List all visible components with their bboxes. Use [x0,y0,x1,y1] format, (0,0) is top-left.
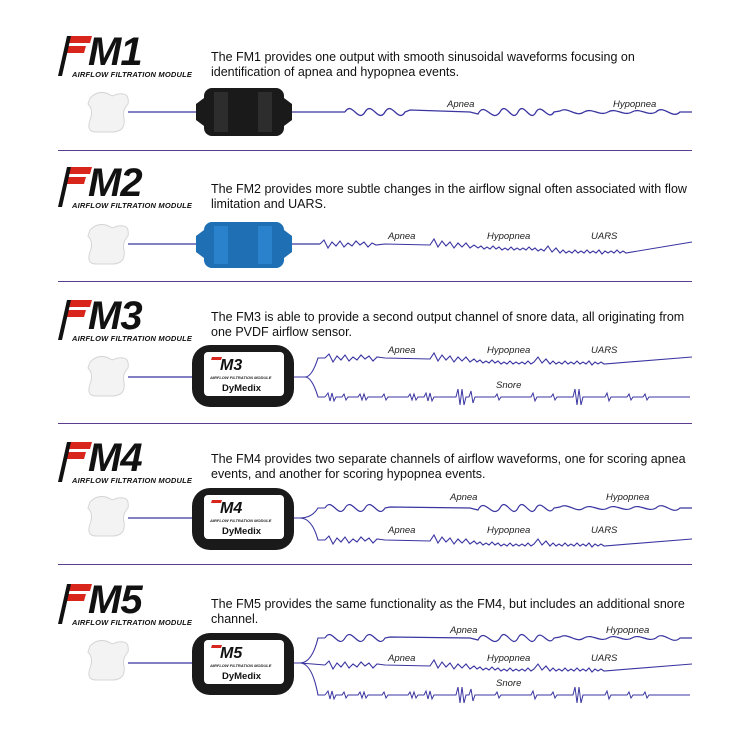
fm1-airflow-waveform [344,107,692,117]
fm2-device-icon [196,222,292,268]
fm5-label-uars: UARS [591,653,618,664]
fm3-subtitle: AIRFLOW FILTRATION MODULE [72,334,193,343]
airflow-sensor-icon [87,640,129,681]
fm1-device-icon [196,88,292,136]
fm1-logo: M1 AIRFLOW FILTRATION MODULE [58,30,208,82]
fm5-label-hypopnea-1: Hypopnea [606,625,649,636]
fm2-model-text: M2 [88,161,143,205]
fm3-model-text: M3 [88,294,143,338]
divider [58,423,692,424]
fm4-model-text: M4 [88,436,143,480]
fm3-device-sub: AIRFLOW FILTRATION MODULE [209,375,272,380]
airflow-sensor-icon [87,224,129,265]
fm3-logo: M3 AIRFLOW FILTRATION MODULE [58,294,208,346]
divider [58,281,692,282]
fm4-label-uars: UARS [591,525,618,536]
fm5-label-apnea-2: Apnea [387,653,415,664]
fm1-subtitle: AIRFLOW FILTRATION MODULE [72,70,193,79]
fm5-logo: M5 AIRFLOW FILTRATION MODULE [58,578,208,630]
fm-logo-mark-icon [58,584,92,624]
fm-logo-mark-icon [58,442,92,482]
fm5-branch-lines [294,637,326,696]
fm3-device-icon: M3 AIRFLOW FILTRATION MODULE DyMedix [192,345,294,407]
fm5-subtitle: AIRFLOW FILTRATION MODULE [72,618,193,627]
fm3-diagram: M3 AIRFLOW FILTRATION MODULE DyMedix Apn… [87,345,693,407]
divider [58,150,692,151]
fm3-label-snore: Snore [496,380,521,391]
airflow-sensor-icon [87,496,129,537]
fm1-diagram: Apnea Hypopnea [87,88,692,136]
section-fm2: M2 AIRFLOW FILTRATION MODULE The FM2 pro… [0,160,750,285]
fm2-logo: M2 AIRFLOW FILTRATION MODULE [58,161,208,213]
fm4-branch-lines [294,507,325,541]
fm5-label-apnea-1: Apnea [449,625,477,636]
fm3-label-uars: UARS [591,345,618,356]
fm3-label-hypopnea: Hypopnea [487,345,530,356]
fm4-subtitle: AIRFLOW FILTRATION MODULE [72,476,193,485]
fm2-description: The FM2 provides more subtle changes in … [211,182,687,211]
fm-logo-mark-icon [58,167,92,207]
fm1-label-apnea: Apnea [446,99,474,110]
fm2-airflow-waveform [319,237,693,255]
fm4-label-hypopnea-1: Hypopnea [606,492,649,503]
fm4-description: The FM4 provides two separate channels o… [211,452,686,481]
fm3-snore-waveform [324,388,690,406]
airflow-sensor-icon [87,356,129,397]
section-fm1: M1 AIRFLOW FILTRATION MODULE The FM1 pro… [0,0,750,151]
divider [58,564,692,565]
fm5-device-brand: DyMedix [222,671,262,682]
fm5-model-text: M5 [88,578,143,622]
fm4-logo: M4 AIRFLOW FILTRATION MODULE [58,436,208,488]
airflow-sensor-icon [87,92,129,133]
fm-logo-mark-icon [58,300,92,340]
fm4-device-brand: DyMedix [222,526,262,537]
fm5-device-model: M5 [220,645,243,662]
fm5-device-sub: AIRFLOW FILTRATION MODULE [209,663,272,668]
fm2-label-apnea: Apnea [387,231,415,242]
fm1-label-hypopnea: Hypopnea [613,99,656,110]
fm-logo-mark-icon [58,36,92,76]
fm3-device-brand: DyMedix [222,383,262,394]
fm4-label-hypopnea-2: Hypopnea [487,525,530,536]
fm2-diagram: Apnea Hypopnea UARS [87,222,693,268]
fm4-diagram: M4 AIRFLOW FILTRATION MODULE DyMedix Apn… [87,488,693,550]
fm3-branch-lines [294,357,325,398]
fm3-description: The FM3 is able to provide a second outp… [211,310,685,339]
fm5-snore-waveform [324,686,690,704]
fm2-subtitle: AIRFLOW FILTRATION MODULE [72,201,193,210]
fm2-label-uars: UARS [591,231,618,242]
fm5-hypopnea-waveform [324,658,693,673]
section-fm4: M4 AIRFLOW FILTRATION MODULE The FM4 pro… [0,430,750,566]
fm5-description: The FM5 provides the same functionality … [211,597,685,626]
fm4-label-apnea-2: Apnea [387,525,415,536]
fm4-hypopnea-waveform [324,533,693,548]
fm5-label-hypopnea-2: Hypopnea [487,653,530,664]
fm1-model-text: M1 [88,30,143,74]
section-fm3: M3 AIRFLOW FILTRATION MODULE The FM3 is … [0,288,750,426]
fm4-apnea-waveform [324,504,692,512]
fm4-device-sub: AIRFLOW FILTRATION MODULE [209,518,272,523]
fm3-airflow-waveform [324,351,693,366]
fm5-diagram: M5 AIRFLOW FILTRATION MODULE DyMedix Apn… [87,625,693,704]
fm3-device-model: M3 [220,357,242,374]
fm2-label-hypopnea: Hypopnea [487,231,530,242]
fm4-device-model: M4 [220,500,242,517]
fm5-label-snore: Snore [496,678,521,689]
fm4-label-apnea-1: Apnea [449,492,477,503]
fm3-label-apnea: Apnea [387,345,415,356]
fm4-device-icon: M4 AIRFLOW FILTRATION MODULE DyMedix [192,488,294,550]
fm1-description: The FM1 provides one output with smooth … [211,50,635,79]
fm5-apnea-waveform [324,634,692,642]
section-fm5: M5 AIRFLOW FILTRATION MODULE The FM5 pro… [0,570,750,736]
fm5-device-icon: M5 AIRFLOW FILTRATION MODULE DyMedix [192,633,294,695]
